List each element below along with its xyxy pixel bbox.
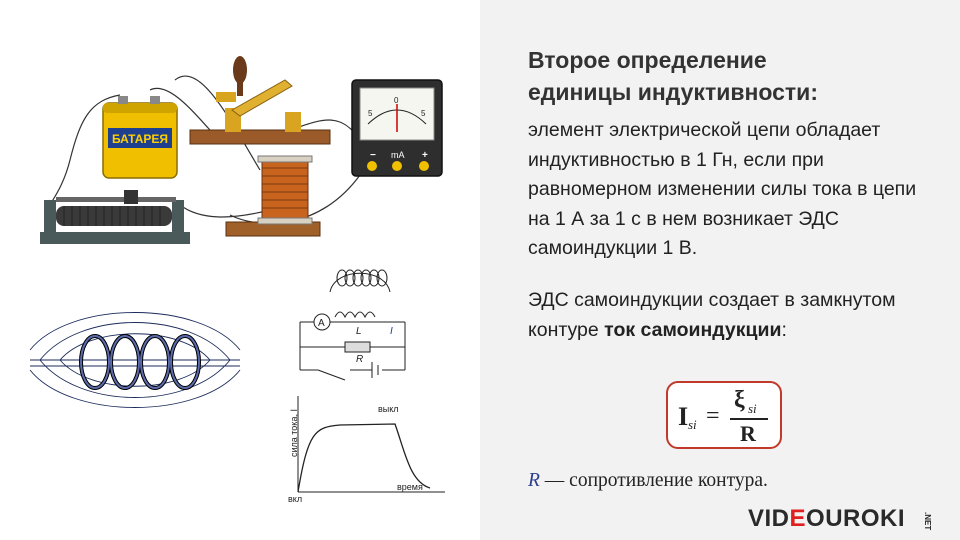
formula-denominator: R bbox=[740, 421, 757, 446]
meter-plus-label: + bbox=[422, 150, 428, 161]
para2-end: : bbox=[781, 318, 787, 341]
formula-lhs-letter: I bbox=[678, 402, 688, 431]
current-time-graph: сила тока, I время вкл выкл bbox=[288, 396, 445, 504]
self-induction-current-term: ток самоиндукции bbox=[604, 318, 782, 341]
formula-box: I si = ξ si R bbox=[666, 381, 782, 449]
rheostat-icon bbox=[40, 190, 190, 244]
circuit-ammeter-label: A bbox=[318, 318, 325, 329]
meter-unit-label: mA bbox=[391, 150, 405, 160]
formula: I si = ξ si R bbox=[678, 387, 768, 446]
resistance-text: — сопротивление контура. bbox=[539, 470, 768, 491]
milliammeter-icon: 5 0 5 − mA + bbox=[351, 79, 443, 177]
knife-switch-icon bbox=[189, 56, 331, 145]
circuit-schematic: A L R I bbox=[299, 269, 406, 381]
title-line-2: единицы индуктивности: bbox=[528, 79, 818, 105]
formula-numerator-sub: si bbox=[748, 401, 757, 416]
self-induction-paragraph: ЭДС самоиндукции создает в замкнутом кон… bbox=[528, 286, 938, 345]
para2-start: ЭДС самоиндукции создает в замкнутом кон… bbox=[528, 289, 896, 341]
graph-off-label: выкл bbox=[378, 404, 399, 414]
title-line-1: Второе определение bbox=[528, 47, 767, 73]
logo-part-3: OUROKI bbox=[806, 505, 906, 532]
battery-label: БАТАРЕЯ bbox=[112, 132, 168, 146]
definition-paragraph: элемент электрической цепи обладает инду… bbox=[528, 119, 917, 259]
graph-x-label: время bbox=[397, 482, 423, 492]
coil-icon bbox=[225, 155, 321, 237]
slide-title: Второе определение единицы индуктивности… bbox=[528, 44, 948, 108]
graph-on-label: вкл bbox=[288, 494, 302, 504]
resistance-note: R — сопротивление контура. bbox=[528, 468, 768, 494]
battery-icon: БАТАРЕЯ bbox=[102, 96, 178, 179]
formula-equals: = bbox=[706, 403, 720, 429]
text-panel bbox=[480, 0, 960, 540]
graph-y-label: сила тока, I bbox=[289, 409, 299, 457]
circuit-l-label: L bbox=[356, 326, 362, 337]
formula-lhs-sub: si bbox=[688, 417, 697, 432]
apparatus-illustration: БАТАРЕЯ 5 0 5 − mA + bbox=[40, 56, 443, 244]
magnetic-field-diagram bbox=[29, 312, 241, 408]
logo-part-1: VID bbox=[748, 505, 790, 532]
meter-minus-label: − bbox=[370, 150, 376, 161]
circuit-i-label: I bbox=[390, 326, 393, 337]
videouroki-logo: VIDEOUROKI bbox=[748, 505, 905, 533]
meter-scale-right: 5 bbox=[421, 109, 426, 118]
formula-numerator-letter: ξ bbox=[734, 387, 745, 413]
meter-scale-left: 5 bbox=[368, 109, 373, 118]
circuit-r-label: R bbox=[356, 354, 363, 365]
resistance-symbol: R bbox=[528, 470, 540, 491]
logo-suffix: .NET bbox=[923, 512, 932, 531]
meter-scale-center: 0 bbox=[394, 96, 399, 105]
logo-part-2: E bbox=[789, 505, 807, 532]
